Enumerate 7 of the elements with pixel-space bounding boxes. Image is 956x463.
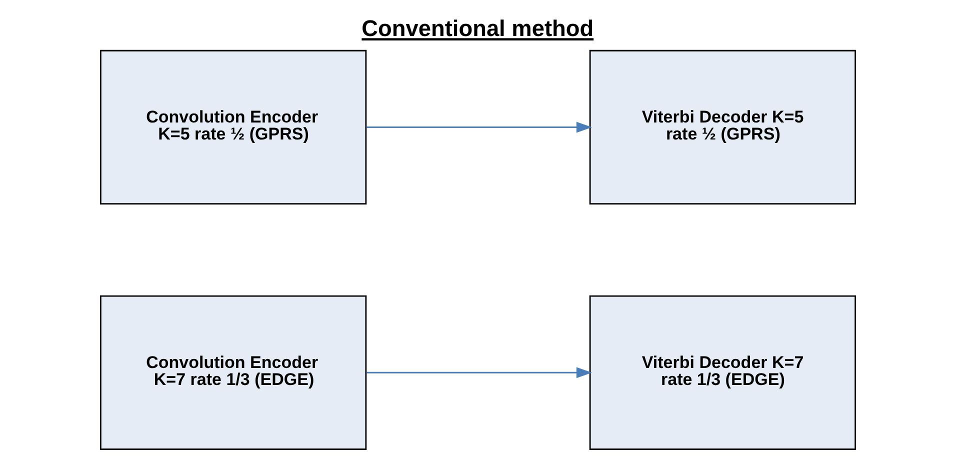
node-box: Viterbi Decoder K=5 rate ½ (GPRS): [589, 50, 856, 205]
arrow: [366, 122, 592, 133]
diagram-title: Conventional method: [362, 15, 594, 42]
node-box: Convolution Encoder K=7 rate 1/3 (EDGE): [100, 295, 367, 450]
node-box: Convolution Encoder K=5 rate ½ (GPRS): [100, 50, 367, 205]
arrow: [366, 367, 592, 378]
node-box: Viterbi Decoder K=7 rate 1/3 (EDGE): [589, 295, 856, 450]
